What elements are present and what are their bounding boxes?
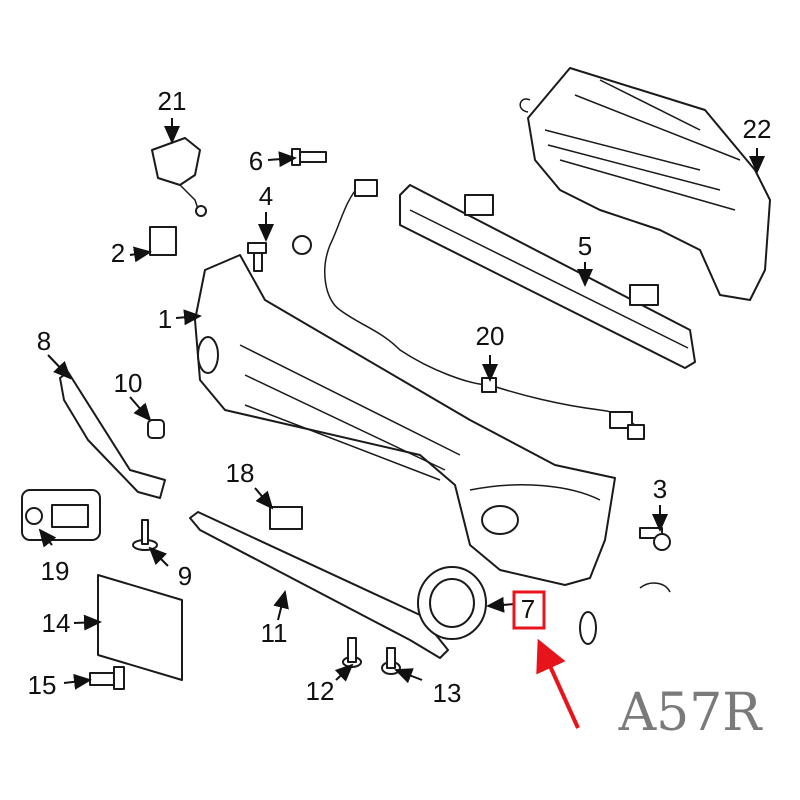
callout-19: 19 — [41, 556, 70, 586]
callout-22: 22 — [743, 114, 772, 144]
callout-3: 3 — [653, 474, 667, 504]
fastener-4 — [247, 242, 267, 272]
callout-2: 2 — [111, 238, 125, 268]
callout-4: 4 — [259, 181, 273, 211]
tow-eye-cover — [151, 137, 207, 217]
push-pin-9 — [132, 519, 158, 551]
reinforcement-beam — [399, 184, 696, 369]
switch-housing — [21, 489, 101, 541]
red-pointer-arrow — [536, 638, 580, 729]
callout-7: 7 — [521, 594, 535, 624]
partial-part-right — [579, 582, 671, 645]
callout-20: 20 — [476, 321, 505, 351]
callout-21: 21 — [158, 86, 187, 116]
bolt-6 — [291, 148, 327, 166]
side-trim — [59, 371, 166, 499]
clip-part — [149, 226, 177, 256]
callout-7-highlight-box — [512, 590, 546, 630]
callout-8: 8 — [37, 326, 51, 356]
clip-10 — [147, 419, 165, 439]
upper-support-panel — [519, 67, 771, 301]
callout-10: 10 — [114, 368, 143, 398]
bolt-3 — [639, 527, 671, 551]
callout-12: 12 — [306, 676, 335, 706]
watermark-backdrop — [600, 595, 800, 800]
callout-14: 14 — [42, 608, 71, 638]
leader-lines — [38, 118, 765, 690]
license-plate-bracket — [97, 574, 183, 681]
callout-1: 1 — [158, 304, 172, 334]
bolt-15 — [89, 666, 125, 690]
watermark-text: A57R — [618, 683, 764, 743]
bracket-18 — [269, 506, 303, 530]
bumper-cover — [194, 254, 616, 586]
callout-labels: 21 2 3 4 5 6 7 8 10 9 1 11 12 13 14 15 1… — [28, 86, 772, 708]
callout-5: 5 — [578, 231, 592, 261]
callout-15: 15 — [28, 670, 57, 700]
callout-11: 11 — [261, 618, 288, 648]
lower-grille — [189, 511, 449, 659]
callout-18: 18 — [226, 458, 255, 488]
callout-9: 9 — [178, 561, 192, 591]
callout-6: 6 — [249, 146, 263, 176]
fog-lamp-bezel — [417, 566, 487, 640]
callout-13: 13 — [433, 678, 462, 708]
fastener-12 — [342, 637, 362, 668]
